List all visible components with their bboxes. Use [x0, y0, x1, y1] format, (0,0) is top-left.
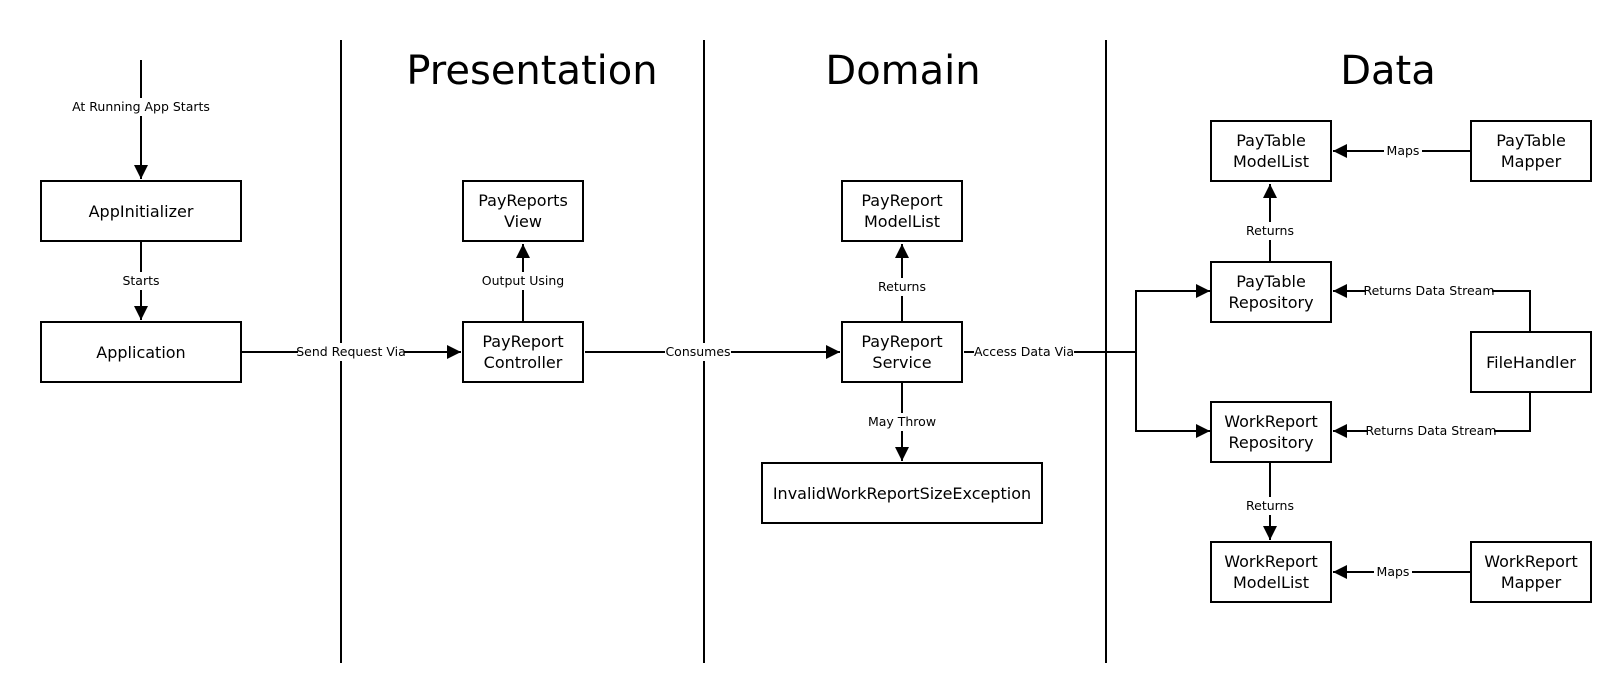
node-file-handler: FileHandler	[1470, 331, 1592, 393]
svg-text:ModelList: ModelList	[1233, 152, 1309, 171]
svg-text:WorkReport: WorkReport	[1224, 552, 1318, 571]
edge-label-may-throw: May Throw	[866, 413, 938, 431]
edge-label-work-report-returns: Returns	[1244, 497, 1296, 515]
edge-label-starts: Starts	[119, 272, 163, 290]
node-application: Application	[40, 321, 242, 383]
svg-text:Returns: Returns	[878, 279, 926, 294]
svg-text:Output Using: Output Using	[482, 273, 564, 288]
svg-text:PayReport: PayReport	[861, 191, 942, 210]
node-work-report-repository: WorkReport Repository	[1210, 401, 1332, 463]
svg-text:Repository: Repository	[1228, 293, 1313, 312]
svg-text:FileHandler: FileHandler	[1486, 353, 1576, 372]
svg-text:Returns: Returns	[1246, 498, 1294, 513]
svg-text:PayReport: PayReport	[482, 332, 563, 351]
svg-text:ModelList: ModelList	[1233, 573, 1309, 592]
edge-label-work-report-maps: Maps	[1374, 563, 1412, 581]
svg-text:Application: Application	[96, 343, 185, 362]
node-pay-table-model-list: PayTable ModelList	[1210, 120, 1332, 182]
svg-text:Mapper: Mapper	[1501, 152, 1562, 171]
node-work-report-model-list: WorkReport ModelList	[1210, 541, 1332, 603]
node-pay-report-controller: PayReport Controller	[462, 321, 584, 383]
svg-text:PayReports: PayReports	[478, 191, 568, 210]
svg-text:Returns Data Stream: Returns Data Stream	[1365, 423, 1496, 438]
node-pay-report-model-list: PayReport ModelList	[841, 180, 963, 242]
svg-text:Repository: Repository	[1228, 433, 1313, 452]
svg-text:May Throw: May Throw	[868, 414, 936, 429]
layer-heading-presentation: Presentation	[406, 48, 657, 94]
svg-text:Returns Data Stream: Returns Data Stream	[1363, 283, 1494, 298]
layer-heading-data: Data	[1340, 48, 1436, 94]
layer-heading-domain: Domain	[825, 48, 980, 94]
edge-label-at-running-app-starts: At Running App Starts	[72, 98, 210, 116]
svg-text:Returns: Returns	[1246, 223, 1294, 238]
svg-text:View: View	[504, 212, 542, 231]
svg-text:Service: Service	[872, 353, 931, 372]
node-pay-report-service: PayReport Service	[841, 321, 963, 383]
svg-text:ModelList: ModelList	[864, 212, 940, 231]
edge-service-to-work-report-repository	[1135, 352, 1210, 438]
edge-label-returns-data-stream-work-report: Returns Data Stream	[1365, 422, 1497, 440]
svg-text:PayReport: PayReport	[861, 332, 942, 351]
svg-text:Mapper: Mapper	[1501, 573, 1562, 592]
node-pay-reports-view: PayReports View	[462, 180, 584, 242]
node-work-report-mapper: WorkReport Mapper	[1470, 541, 1592, 603]
edge-label-output-using: Output Using	[482, 272, 564, 290]
edge-label-access-data-via: Access Data Via	[974, 343, 1074, 361]
svg-text:PayTable: PayTable	[1496, 131, 1566, 150]
svg-text:At Running App Starts: At Running App Starts	[72, 99, 210, 114]
node-pay-table-mapper: PayTable Mapper	[1470, 120, 1592, 182]
svg-text:AppInitializer: AppInitializer	[89, 202, 194, 221]
edge-label-consumes: Consumes	[665, 343, 731, 361]
node-invalid-work-report-size-exception: InvalidWorkReportSizeException	[761, 462, 1043, 524]
svg-text:WorkReport: WorkReport	[1484, 552, 1578, 571]
edge-service-to-pay-table-repository	[1135, 284, 1210, 352]
node-pay-table-repository: PayTable Repository	[1210, 261, 1332, 323]
svg-text:Controller: Controller	[484, 353, 563, 372]
edge-label-returns-model-list: Returns	[874, 278, 930, 296]
edge-label-pay-table-maps: Maps	[1384, 142, 1422, 160]
svg-text:PayTable: PayTable	[1236, 272, 1306, 291]
svg-text:InvalidWorkReportSizeException: InvalidWorkReportSizeException	[773, 484, 1031, 503]
svg-text:Send Request Via: Send Request Via	[296, 344, 406, 359]
edge-label-pay-table-returns: Returns	[1244, 222, 1296, 240]
svg-text:Access Data Via: Access Data Via	[974, 344, 1074, 359]
node-app-initializer: AppInitializer	[40, 180, 242, 242]
edge-label-returns-data-stream-pay-table: Returns Data Stream	[1363, 282, 1495, 300]
svg-text:PayTable: PayTable	[1236, 131, 1306, 150]
edge-label-send-request-via: Send Request Via	[296, 343, 406, 361]
svg-text:Maps: Maps	[1387, 143, 1420, 158]
svg-text:Consumes: Consumes	[665, 344, 730, 359]
svg-text:Starts: Starts	[122, 273, 159, 288]
svg-text:WorkReport: WorkReport	[1224, 412, 1318, 431]
svg-text:Maps: Maps	[1377, 564, 1410, 579]
